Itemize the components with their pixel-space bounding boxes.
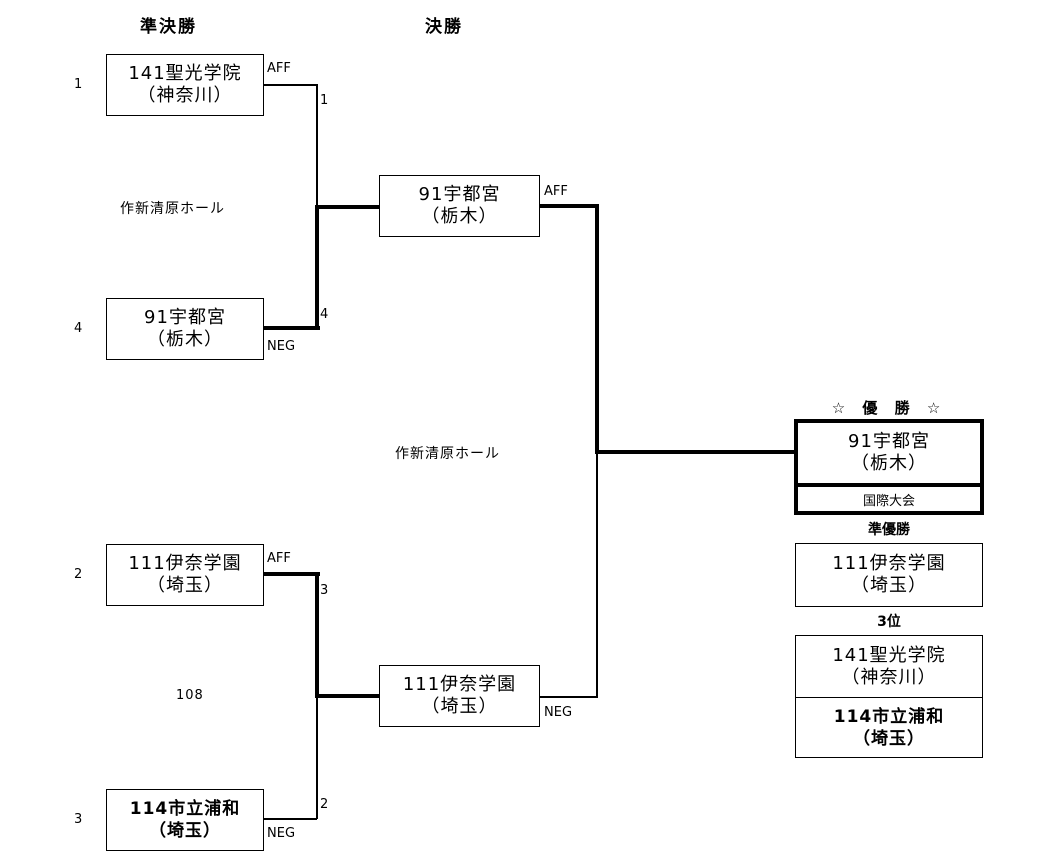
team-prefecture: （埼玉） <box>149 821 221 841</box>
venue-final: 作新清原ホール <box>395 446 500 462</box>
team-name: 91宇都宮 <box>848 431 930 452</box>
final-header: 決勝 <box>425 17 463 37</box>
winner-line <box>595 450 796 454</box>
team-name: 91宇都宮 <box>144 307 226 328</box>
aff-tag-semi1: AFF <box>267 61 291 76</box>
winner-line <box>315 572 319 698</box>
bracket-line <box>264 818 317 820</box>
neg-tag-semi2: NEG <box>267 826 296 841</box>
team-prefecture: （埼玉） <box>853 728 925 749</box>
semi-team-box-2: 111伊奈学園 （埼玉） <box>106 544 264 606</box>
score-semi1-top: 1 <box>320 93 329 108</box>
final-team-box-top: 91宇都宮 （栃木） <box>379 175 540 237</box>
team-prefecture: （栃木） <box>147 329 223 350</box>
semi-team-box-3: 114市立浦和 （埼玉） <box>106 789 264 851</box>
aff-tag-semi2: AFF <box>267 551 291 566</box>
third-place-label: 3位 <box>877 614 901 630</box>
team-prefecture: （栃木） <box>421 206 498 227</box>
winner-line <box>595 204 599 454</box>
seed-1: 1 <box>74 77 83 92</box>
score-semi2-bottom: 2 <box>320 797 329 812</box>
neg-tag-semi1: NEG <box>267 339 296 354</box>
team-name: 111伊奈学園 <box>128 553 242 574</box>
venue-semi2: 108 <box>176 688 204 703</box>
team-name: 141聖光学院 <box>832 644 946 666</box>
aff-tag-final: AFF <box>544 184 568 199</box>
winner-line <box>264 572 320 576</box>
winner-line <box>315 694 380 698</box>
runner-up-box: 111伊奈学園 （埼玉） <box>795 543 983 607</box>
score-semi2-top: 3 <box>320 583 329 598</box>
winner-line <box>315 205 319 330</box>
seed-3: 3 <box>74 812 83 827</box>
neg-tag-final: NEG <box>544 705 573 720</box>
team-prefecture: （埼玉） <box>421 696 498 717</box>
seed-2: 2 <box>74 567 83 582</box>
award-cell: 国際大会 <box>862 494 915 509</box>
semifinal-header: 準決勝 <box>140 17 197 37</box>
champion-label: ☆ 優 勝 ☆ <box>831 399 947 417</box>
semi-team-box-1: 141聖光学院 （神奈川） <box>106 54 264 116</box>
semi-team-box-4: 91宇都宮 （栃木） <box>106 298 264 360</box>
team-prefecture: （埼玉） <box>147 575 223 596</box>
team-name: 141聖光学院 <box>128 63 242 84</box>
team-prefecture: （神奈川） <box>841 666 937 688</box>
champion-name-cell: 91宇都宮 （栃木） <box>798 423 980 487</box>
team-prefecture: （栃木） <box>851 453 927 474</box>
final-team-box-bottom: 111伊奈学園 （埼玉） <box>379 665 540 727</box>
third-place-box-b: 114市立浦和 （埼玉） <box>795 697 983 758</box>
champion-box: 91宇都宮 （栃木） 国際大会 <box>794 419 984 515</box>
team-name: 111伊奈学園 <box>402 674 517 695</box>
team-name: 91宇都宮 <box>418 184 501 205</box>
team-prefecture: （神奈川） <box>137 85 233 106</box>
team-name: 111伊奈学園 <box>832 553 946 574</box>
team-prefecture: （埼玉） <box>851 575 927 596</box>
bracket-line <box>540 696 598 698</box>
winner-line <box>540 204 599 208</box>
winner-line <box>264 326 320 330</box>
venue-semi1: 作新清原ホール <box>120 201 225 217</box>
score-semi1-bottom: 4 <box>320 307 329 322</box>
winner-line <box>315 205 380 209</box>
bracket-line <box>264 84 317 86</box>
team-name: 114市立浦和 <box>833 706 945 727</box>
bracket-line <box>596 452 598 697</box>
seed-4: 4 <box>74 321 83 336</box>
team-name: 114市立浦和 <box>129 799 241 819</box>
runner-up-label: 準優勝 <box>868 522 910 538</box>
bracket-line <box>316 84 318 207</box>
bracket-line <box>316 698 318 819</box>
third-place-box-a: 141聖光学院 （神奈川） <box>795 635 983 698</box>
